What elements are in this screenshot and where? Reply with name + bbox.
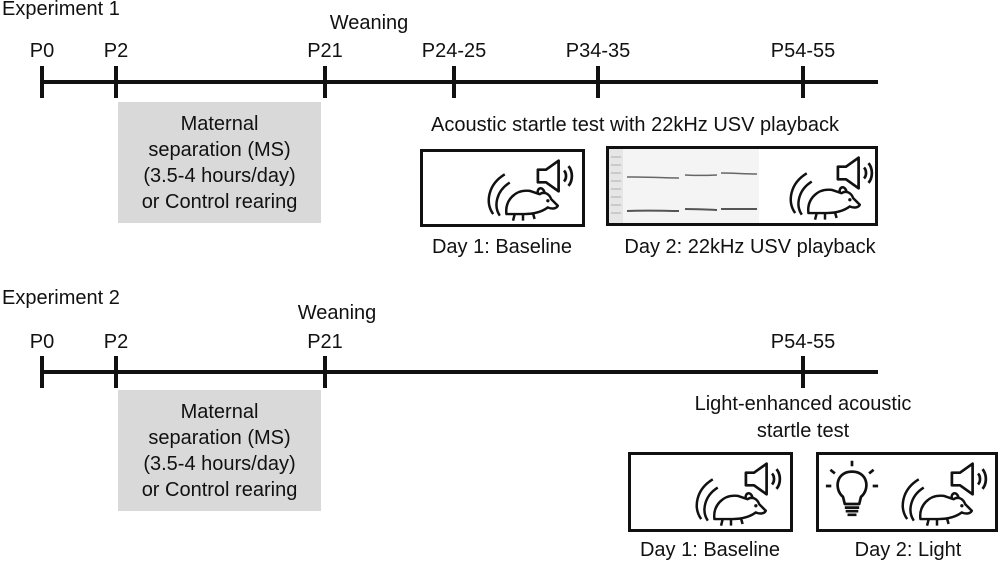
tick-mark bbox=[40, 356, 44, 388]
weaning-label: Weaning bbox=[329, 12, 409, 34]
tick-mark bbox=[40, 66, 44, 98]
day2-caption: Day 2: 22kHz USV playback bbox=[624, 236, 876, 258]
test-title-line2: startle test bbox=[756, 420, 850, 442]
maternal-separation-box: Maternal separation (MS) (3.5-4 hours/da… bbox=[118, 102, 321, 223]
day2-usv-panel bbox=[606, 146, 878, 226]
speaker-icon bbox=[743, 461, 783, 497]
tick-label-p24-25: P24-25 bbox=[421, 40, 487, 62]
timeline-axis bbox=[40, 370, 878, 374]
tick-label-p2: P2 bbox=[103, 331, 129, 353]
day1-caption: Day 1: Baseline bbox=[639, 539, 781, 561]
tick-mark bbox=[323, 66, 327, 98]
tick-label-p21: P21 bbox=[307, 331, 343, 353]
ms-line: or Control rearing bbox=[141, 478, 298, 501]
experiment1-title: Experiment 1 bbox=[2, 0, 120, 20]
speaker-icon bbox=[535, 158, 575, 194]
tick-mark bbox=[114, 356, 118, 388]
ms-line: Maternal bbox=[180, 400, 259, 423]
test-title-line1: Light-enhanced acoustic bbox=[694, 393, 912, 415]
tick-mark bbox=[114, 66, 118, 98]
day1-caption: Day 1: Baseline bbox=[431, 236, 573, 258]
tick-mark bbox=[452, 66, 456, 98]
tick-mark bbox=[596, 66, 600, 98]
tick-mark bbox=[801, 356, 805, 388]
weaning-label: Weaning bbox=[297, 302, 377, 324]
tick-mark bbox=[323, 356, 327, 388]
tick-mark bbox=[801, 66, 805, 98]
test-title: Acoustic startle test with 22kHz USV pla… bbox=[431, 114, 839, 136]
tick-label-p54-55: P54-55 bbox=[770, 40, 836, 62]
day1-baseline-panel bbox=[628, 452, 793, 532]
tick-label-p34-35: P34-35 bbox=[565, 40, 631, 62]
day1-baseline-panel bbox=[420, 149, 585, 227]
timeline-axis bbox=[40, 80, 878, 84]
day2-light-panel bbox=[816, 452, 998, 532]
speaker-icon bbox=[835, 155, 875, 191]
maternal-separation-box: Maternal separation (MS) (3.5-4 hours/da… bbox=[118, 390, 321, 511]
spectrogram-image bbox=[609, 149, 759, 223]
experiment2-title: Experiment 2 bbox=[2, 287, 120, 309]
day2-caption: Day 2: Light bbox=[854, 539, 962, 561]
ms-line: Maternal bbox=[180, 112, 259, 135]
light-bulb-icon bbox=[825, 459, 879, 522]
tick-label-p2: P2 bbox=[103, 40, 129, 62]
ms-line: separation (MS) bbox=[148, 426, 291, 449]
ms-line: (3.5-4 hours/day) bbox=[143, 452, 296, 475]
ms-line: separation (MS) bbox=[148, 138, 291, 161]
tick-label-p54-55: P54-55 bbox=[770, 331, 836, 353]
ms-line: or Control rearing bbox=[141, 190, 298, 213]
tick-label-p0: P0 bbox=[29, 40, 55, 62]
ms-line: (3.5-4 hours/day) bbox=[143, 164, 296, 187]
tick-label-p21: P21 bbox=[307, 40, 343, 62]
speaker-icon bbox=[949, 461, 989, 497]
tick-label-p0: P0 bbox=[29, 331, 55, 353]
